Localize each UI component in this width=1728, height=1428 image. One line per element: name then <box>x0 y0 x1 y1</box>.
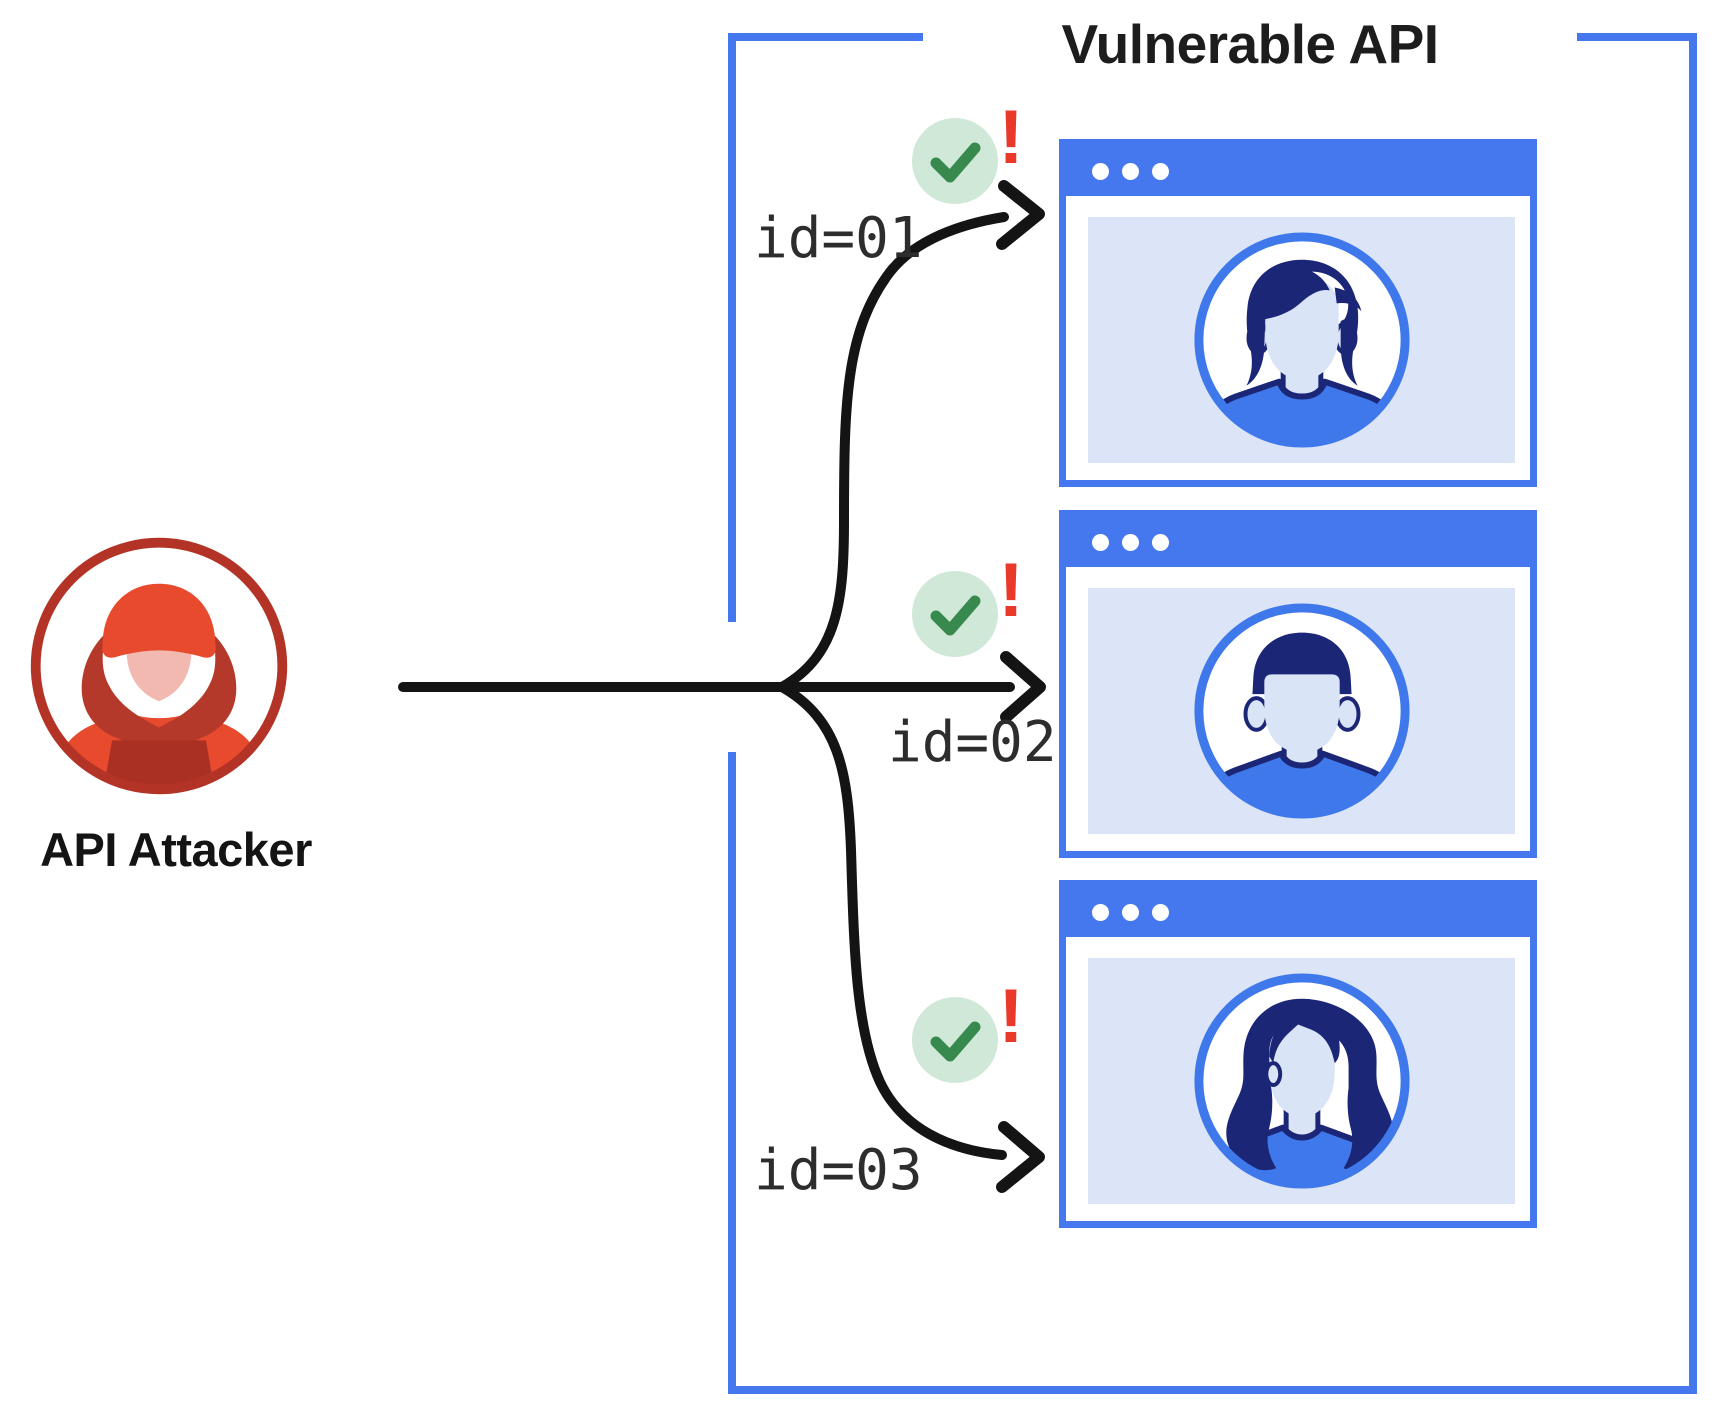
profile-panel <box>1088 958 1515 1204</box>
alert-exclamation-icon: ! <box>998 95 1024 180</box>
diagram-title: Vulnerable API <box>1061 13 1439 75</box>
success-check-icon <box>912 118 998 204</box>
window-control-dot <box>1122 533 1139 551</box>
user-01-avatar-icon <box>1193 232 1410 448</box>
request-label-id02: id=02 <box>888 710 1057 775</box>
window-control-dot <box>1152 533 1169 551</box>
success-check-icon <box>912 997 998 1083</box>
request-label-id03: id=03 <box>754 1138 923 1203</box>
user-03-avatar-icon <box>1193 973 1410 1189</box>
window-control-dot <box>1152 903 1169 921</box>
browser-window-user-01 <box>1059 139 1537 487</box>
window-titlebar <box>1066 887 1530 937</box>
user-02-avatar-icon <box>1193 603 1410 819</box>
window-control-dot <box>1092 903 1109 921</box>
success-check-icon <box>912 571 998 657</box>
request-label-id01: id=01 <box>754 206 923 271</box>
attacker-label: API Attacker <box>40 823 312 876</box>
checkmark-icon <box>930 1021 981 1062</box>
profile-panel <box>1088 217 1515 463</box>
arrowhead-id02 <box>1000 651 1046 723</box>
window-control-dot <box>1152 162 1169 180</box>
window-control-dot <box>1122 903 1139 921</box>
window-titlebar <box>1066 517 1530 567</box>
arrowhead-id03 <box>996 1121 1045 1193</box>
alert-exclamation-icon: ! <box>998 974 1024 1059</box>
arrowhead-id01 <box>996 180 1045 250</box>
window-titlebar <box>1066 146 1530 196</box>
browser-window-user-02 <box>1059 510 1537 858</box>
api-attacker-icon <box>30 537 288 795</box>
window-control-dot <box>1092 162 1109 180</box>
alert-exclamation-icon: ! <box>998 548 1024 633</box>
browser-window-user-03 <box>1059 880 1537 1228</box>
profile-panel <box>1088 588 1515 834</box>
checkmark-icon <box>930 142 981 183</box>
checkmark-icon <box>930 595 981 636</box>
window-control-dot <box>1122 162 1139 180</box>
window-control-dot <box>1092 533 1109 551</box>
